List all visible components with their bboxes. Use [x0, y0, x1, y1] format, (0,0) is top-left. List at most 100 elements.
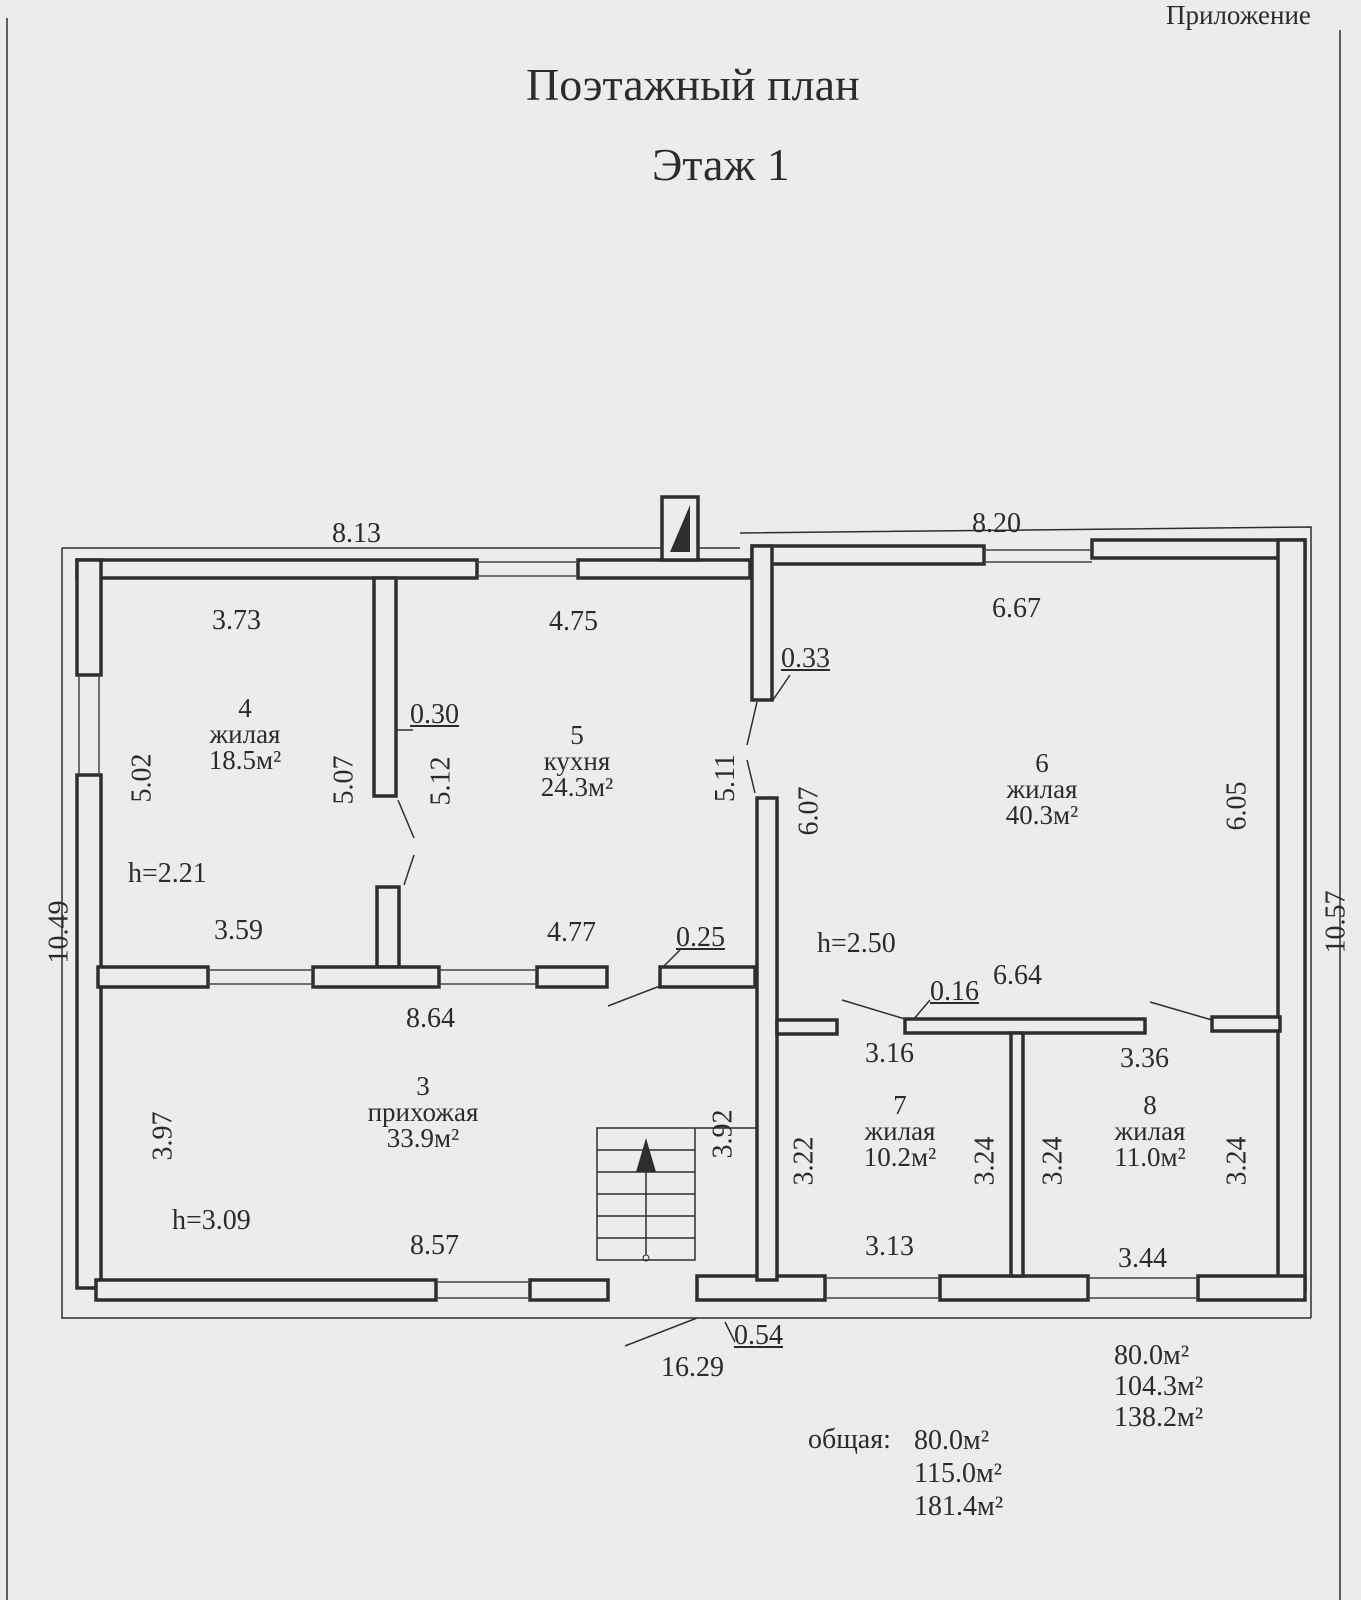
room-type: жилая	[1114, 1116, 1186, 1146]
dim-r7-top: 3.16	[865, 1038, 914, 1069]
dim-r4-top: 3.73	[212, 605, 261, 636]
room-8-label: 8 жилая 11.0м²	[1095, 1090, 1205, 1172]
wall-7-8	[1009, 1031, 1025, 1278]
room-number: 8	[1143, 1090, 1157, 1120]
room-5-label: 5 кухня 24.3м²	[522, 720, 632, 802]
dim-bottom: 16.29	[661, 1352, 724, 1383]
room-type: жилая	[864, 1116, 936, 1146]
room-type: жилая	[1006, 774, 1078, 804]
dim-wall-054: 0.54	[734, 1320, 783, 1351]
dim-r8-top: 3.36	[1120, 1043, 1169, 1074]
totals-general-label: общая:	[808, 1424, 891, 1455]
dim-r8-bottom: 3.44	[1118, 1243, 1167, 1274]
leader-016	[912, 999, 931, 1021]
dim-r8-left: 3.24	[1037, 1136, 1069, 1186]
dim-r3-left: 3.97	[147, 1111, 179, 1161]
room-area: 24.3м²	[540, 772, 614, 802]
chimney-mark	[670, 505, 690, 552]
wall-bottom-5	[1196, 1274, 1307, 1302]
wall-4-5-upper	[372, 576, 398, 798]
outer-line-right	[739, 526, 1312, 1318]
outer-line-left	[61, 548, 90, 1319]
wall-6-8	[1210, 1015, 1282, 1033]
corner-label: Приложение	[1166, 0, 1311, 30]
total-value: 80.0м²	[1114, 1340, 1190, 1371]
dim-r6-top: 6.67	[992, 593, 1041, 624]
door-5-3	[607, 985, 661, 1007]
wall-top-right-a	[750, 544, 986, 566]
door-5-6	[746, 701, 758, 746]
total-value: 104.3м²	[1114, 1371, 1204, 1402]
wall-25	[658, 965, 757, 989]
wall-top-left	[75, 558, 479, 580]
dim-wall-016: 0.16	[930, 976, 979, 1007]
total-value: 138.2м²	[1114, 1402, 1204, 1433]
dim-r4-left: 5.02	[126, 753, 158, 803]
wall-top-mid	[576, 558, 752, 580]
leader-054	[724, 1321, 736, 1343]
wall-5-3	[535, 965, 609, 989]
wall-6-7-a	[775, 1018, 839, 1036]
room-area: 11.0м²	[1114, 1142, 1186, 1172]
height-r4: h=2.21	[128, 858, 207, 889]
room-6-label: 6 жилая 40.3м²	[987, 748, 1097, 830]
door-4-5-b	[403, 854, 415, 886]
height-r6: h=2.50	[817, 928, 896, 959]
room-number: 3	[416, 1071, 430, 1101]
dim-r8-right: 3.24	[1221, 1136, 1253, 1186]
room-type: жилая	[209, 719, 281, 749]
wall-bottom-1	[94, 1278, 438, 1302]
dim-wall-030: 0.30	[410, 699, 459, 730]
room-area: 18.5м²	[208, 745, 282, 775]
dim-r6-left: 6.07	[793, 786, 825, 836]
wall-left-b	[75, 773, 103, 1290]
room-number: 4	[238, 693, 252, 723]
dim-r5-top: 4.75	[549, 606, 598, 637]
wall-bottom-4	[938, 1274, 1090, 1302]
door-6-7	[841, 999, 906, 1020]
dim-r7-bottom: 3.13	[865, 1231, 914, 1262]
dim-top-left: 8.13	[332, 518, 381, 549]
room-area: 33.9м²	[386, 1123, 460, 1153]
room-3-label: 3 прихожая 33.9м²	[343, 1071, 503, 1153]
dim-r3-bottom: 8.57	[410, 1230, 459, 1261]
dim-wall-025: 0.25	[676, 922, 725, 953]
room-number: 5	[570, 720, 584, 750]
total-value: 115.0м²	[914, 1458, 1003, 1489]
door-4-5	[397, 799, 415, 839]
dim-left: 10.49	[43, 900, 75, 964]
leader-033	[772, 674, 791, 701]
dim-wall-033: 0.33	[781, 643, 830, 674]
wall-center-lower	[755, 796, 779, 1282]
dim-r6-bottom: 6.64	[993, 960, 1042, 991]
floor-label: Этаж 1	[652, 139, 790, 190]
wall-center-upper	[750, 544, 774, 702]
wall-right	[1276, 538, 1307, 1292]
dim-r7-left: 3.22	[788, 1136, 820, 1186]
dim-top-right: 8.20	[972, 508, 1021, 539]
dim-r5-right: 5.11	[709, 754, 741, 802]
door-6-8	[1149, 1001, 1213, 1021]
room-type: прихожая	[367, 1097, 479, 1127]
dim-r3-top: 8.64	[406, 1003, 455, 1034]
leader-025	[659, 949, 681, 971]
wall-top-right-b	[1090, 538, 1307, 560]
dim-r4-right: 5.07	[328, 755, 360, 805]
dim-right: 10.57	[1320, 890, 1352, 954]
dim-r6-right: 6.05	[1221, 781, 1253, 831]
room-number: 7	[893, 1090, 907, 1120]
stair-arrow-head	[636, 1138, 656, 1172]
leader-entrance	[624, 1317, 698, 1347]
room-area: 40.3м²	[1005, 800, 1079, 830]
room-area: 10.2м²	[863, 1142, 937, 1172]
room-number: 6	[1035, 748, 1049, 778]
room-type: кухня	[543, 746, 611, 776]
dim-r7-right: 3.24	[969, 1136, 1001, 1186]
total-value: 181.4м²	[914, 1491, 1004, 1522]
dim-r5-bottom: 4.77	[547, 917, 596, 948]
totals-right-block: 80.0м² 104.3м² 138.2м²	[1114, 1340, 1203, 1433]
dim-r5-left: 5.12	[425, 756, 457, 806]
wall-4-3-b	[311, 965, 441, 989]
dim-r4-bottom: 3.59	[214, 915, 263, 946]
wall-left-a	[75, 558, 103, 677]
